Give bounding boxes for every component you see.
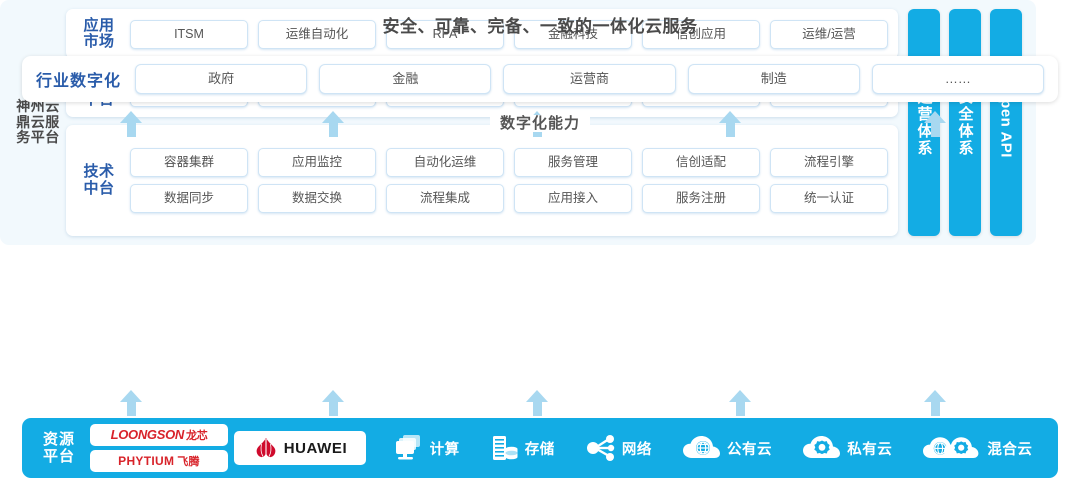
industry-chip-manufacturing[interactable]: 制造 [687,64,860,94]
up-arrow-icon-6 [120,390,142,416]
huawei-flower-icon [256,438,276,458]
layer-title-tech-midend: 技术中台 [83,163,115,197]
up-arrow-icon-7 [322,390,344,416]
digital-capability-text: 数字化能力 [489,115,590,132]
up-arrow-icon-9 [729,390,751,416]
resource-label-public-cloud: 公有云 [727,441,773,458]
resource-label-compute: 计算 [429,441,460,458]
resource-platform-label: 资源平台 [42,430,75,465]
chip-app-access[interactable]: 应用接入 [514,184,632,213]
compute-icon [395,435,420,460]
pillar-label-security: 安全体系 [956,88,974,157]
vertical-pillar-group: 运营体系 安全体系 Open API [898,9,1026,236]
resource-item-network[interactable]: 网络 [586,434,652,462]
resource-label-private-cloud: 私有云 [847,441,893,458]
chip-row: 容器集群 应用监控 自动化运维 服务管理 信创适配 流程引擎 [130,148,888,177]
chip-itsm[interactable]: ITSM [130,19,248,49]
industry-digitalization-row: 行业数字化 政府 金融 运营商 制造 …… [22,56,1058,102]
chip-ops-automation[interactable]: 运维自动化 [258,19,376,49]
chip-xinchuang-adaptation[interactable]: 信创适配 [642,148,760,177]
chip-app-monitoring[interactable]: 应用监控 [258,148,376,177]
chip-service-registry[interactable]: 服务注册 [642,184,760,213]
layer-tech-midend: 技术中台 容器集群 应用监控 自动化运维 服务管理 信创适配 流程引擎 数据同步… [66,125,898,236]
industry-chip-more[interactable]: …… [871,64,1045,94]
pillar-label-open-api: Open API [997,87,1015,158]
hybrid-cloud-icon [923,437,979,458]
industry-chip-finance[interactable]: 金融 [319,64,492,94]
resource-item-hybrid-cloud[interactable]: 混合云 [923,435,1032,461]
cloud-service-platform: 神州云鼎云服务平台 应用市场 ITSM 运维自动化 RPA 金融科技 信创应用 … [0,0,1036,245]
resource-label-network: 网络 [621,441,652,458]
resource-item-compute[interactable]: 计算 [394,434,460,462]
pillar-open-api[interactable]: Open API [990,9,1022,236]
layer-title-app-market: 应用市场 [83,16,115,50]
chip-xinchuang-app[interactable]: 信创应用 [642,19,760,49]
layer-grid-app-market: ITSM 运维自动化 RPA 金融科技 信创应用 运维/运营 [130,19,888,49]
chip-data-exchange[interactable]: 数据交换 [258,184,376,213]
platform-vertical-label: 神州云鼎云服务平台 [16,97,60,146]
resource-item-list: 计算 存储 [378,434,1048,462]
logo-huawei-text: HUAWEI [283,439,348,457]
page-title: 安全、可靠、完备、一致的一体化云服务 [382,17,698,36]
chip-ops-operation[interactable]: 运维/运营 [770,19,888,49]
storage-icon [492,436,518,460]
pillar-security-system[interactable]: 安全体系 [949,9,981,236]
chip-fintech[interactable]: 金融科技 [514,19,632,49]
chip-row: ITSM 运维自动化 RPA 金融科技 信创应用 运维/运营 [130,19,888,49]
logo-huawei[interactable]: HUAWEI [234,431,366,465]
resource-item-storage[interactable]: 存储 [491,434,555,462]
logo-phytium-cn: 飞腾 [177,456,200,468]
chip-process-engine[interactable]: 流程引擎 [770,148,888,177]
chip-data-sync[interactable]: 数据同步 [130,184,248,213]
chip-automated-ops[interactable]: 自动化运维 [386,148,504,177]
network-icon [586,435,615,461]
chip-container-cluster[interactable]: 容器集群 [130,148,248,177]
up-arrow-icon-5 [924,111,946,137]
up-arrow-icon-4 [719,111,741,137]
up-arrow-icon-10 [924,390,946,416]
industry-row-label: 行业数字化 [36,73,122,90]
chip-rpa[interactable]: RPA [386,19,504,49]
layer-app-market: 应用市场 ITSM 运维自动化 RPA 金融科技 信创应用 运维/运营 [66,9,898,59]
up-arrow-icon-8 [526,390,548,416]
logo-loongson-text: LOONGSON [110,427,185,442]
resource-label-hybrid-cloud: 混合云 [987,441,1033,458]
chip-unified-auth[interactable]: 统一认证 [770,184,888,213]
logo-phytium-text: PHYTIUM [118,454,175,468]
resource-item-private-cloud[interactable]: 私有云 [803,435,892,461]
public-cloud-icon [683,436,721,458]
industry-chip-list: 政府 金融 运营商 制造 …… [135,64,1045,94]
industry-chip-telecom[interactable]: 运营商 [503,64,676,94]
logo-loongson-cn: 龙芯 [186,430,208,442]
industry-chip-government[interactable]: 政府 [135,64,308,94]
chip-row: 数据同步 数据交换 流程集成 应用接入 服务注册 统一认证 [130,184,888,213]
chip-process-integration[interactable]: 流程集成 [386,184,504,213]
up-arrow-icon-1 [120,111,142,137]
resource-item-public-cloud[interactable]: 公有云 [683,435,772,461]
layer-grid-tech-midend: 容器集群 应用监控 自动化运维 服务管理 信创适配 流程引擎 数据同步 数据交换… [130,148,888,213]
digital-capability-label: 数字化能力 [0,112,1080,133]
up-arrow-icon-2 [322,111,344,137]
chip-service-mgmt[interactable]: 服务管理 [514,148,632,177]
resource-label-storage: 存储 [524,441,555,458]
private-cloud-icon [803,436,841,458]
